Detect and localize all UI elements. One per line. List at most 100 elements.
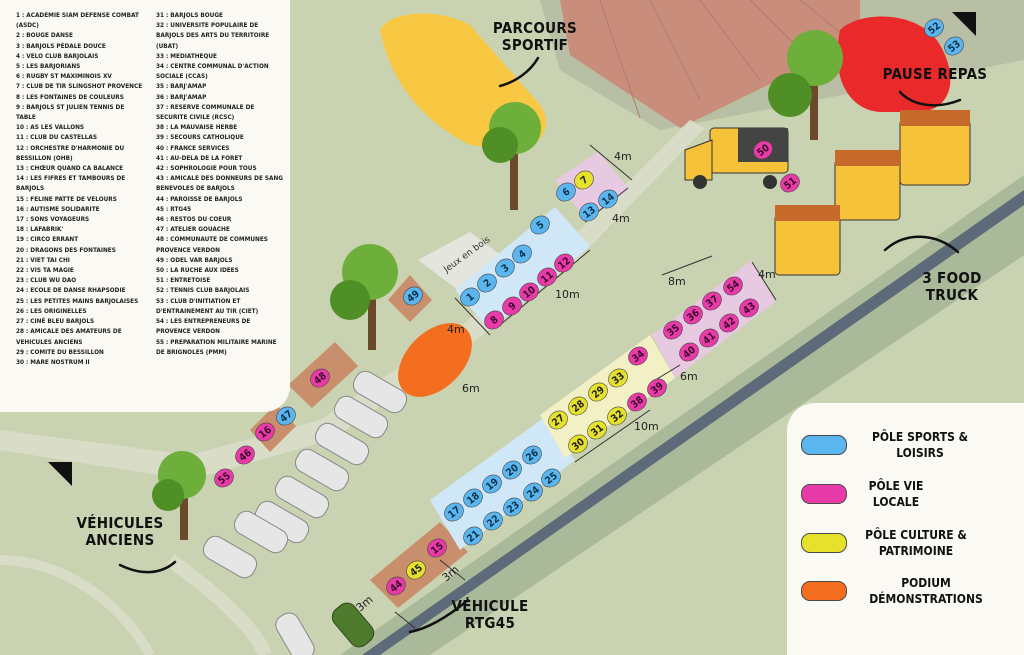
stand-50[interactable]: 50 — [750, 137, 776, 163]
participant-entry: 4 : Velo club barjolais — [16, 51, 99, 60]
participant-entry: 1 : Academie Siam defense combat (ASDC) — [16, 11, 139, 30]
stand-55[interactable]: 55 — [211, 465, 237, 491]
stand-marker — [627, 392, 647, 412]
stand-46[interactable]: 46 — [232, 442, 258, 468]
stand-44[interactable]: 44 — [383, 573, 409, 599]
measure-label: 10m — [555, 288, 580, 301]
stand-52[interactable]: 52 — [921, 15, 947, 41]
stand-17[interactable]: 17 — [441, 499, 467, 525]
stand-36[interactable]: 36 — [680, 302, 706, 328]
stand-38[interactable]: 38 — [624, 389, 650, 415]
key-label: PODIUM DÉMONSTRATIONS — [869, 576, 983, 606]
stand-26[interactable]: 26 — [519, 442, 545, 468]
stand-24[interactable]: 24 — [520, 479, 546, 505]
stand-27[interactable]: 27 — [545, 407, 571, 433]
measure-label: 4m — [614, 150, 632, 163]
stand-28[interactable]: 28 — [565, 393, 591, 419]
stand-35[interactable]: 35 — [660, 317, 686, 343]
stand-45[interactable]: 45 — [403, 557, 429, 583]
stand-marker — [530, 215, 550, 235]
stand-marker — [482, 474, 502, 494]
stand-2[interactable]: 2 — [474, 270, 500, 296]
participant-entry: 16 : Autisme solidarite — [16, 204, 100, 213]
stand-marker — [568, 434, 588, 454]
stand-32[interactable]: 32 — [604, 403, 630, 429]
participant-entry: 17 : Sons voyageurs — [16, 215, 90, 224]
participants-column-right: 31 : Barjols bouge32 : Universite popula… — [156, 10, 286, 367]
stand-31[interactable]: 31 — [584, 417, 610, 443]
stand-1[interactable]: 1 — [457, 284, 483, 310]
pole-key: PÔLE SPORTS & LOISIRS PÔLE VIE LOCALE PÔ… — [787, 403, 1024, 655]
measure-label: 4m — [758, 268, 776, 281]
stand-54[interactable]: 54 — [720, 273, 746, 299]
stand-6[interactable]: 6 — [553, 179, 579, 205]
participant-entry: 6 : Rugby ST Maximinois XV — [16, 72, 112, 81]
stand-15[interactable]: 15 — [424, 535, 450, 561]
stand-marker — [679, 342, 699, 362]
stand-39[interactable]: 39 — [644, 375, 670, 401]
stand-21[interactable]: 21 — [460, 523, 486, 549]
participant-entry: 2 : Bouge danse — [16, 31, 73, 40]
participant-entry: 10 : As les vallons — [16, 123, 85, 132]
stand-7[interactable]: 7 — [571, 167, 597, 193]
stand-22[interactable]: 22 — [480, 508, 506, 534]
stand-51[interactable]: 51 — [777, 170, 803, 196]
stand-43[interactable]: 43 — [736, 295, 762, 321]
participant-entry: 14 : Les fifres et tambours de Barjols — [16, 174, 126, 193]
stand-4[interactable]: 4 — [509, 241, 535, 267]
stand-42[interactable]: 42 — [716, 310, 742, 336]
participant-entry: 26 : Les originelles — [16, 306, 87, 315]
stand-number: 4 — [517, 249, 529, 262]
stand-47[interactable]: 47 — [273, 403, 299, 429]
stand-5[interactable]: 5 — [527, 212, 553, 238]
stand-49[interactable]: 49 — [400, 283, 426, 309]
stand-marker — [663, 320, 683, 340]
stand-19[interactable]: 19 — [479, 471, 505, 497]
stand-13[interactable]: 13 — [576, 199, 602, 225]
stand-53[interactable]: 53 — [941, 33, 967, 59]
stand-number: 1 — [465, 292, 477, 305]
stand-11[interactable]: 11 — [534, 264, 560, 290]
stand-37[interactable]: 37 — [699, 288, 725, 314]
stand-10[interactable]: 10 — [516, 279, 542, 305]
stand-marker — [628, 346, 648, 366]
stand-14[interactable]: 14 — [595, 186, 621, 212]
participant-entry: 45 : RTG45 — [156, 204, 192, 213]
participant-entry: 34 : Centre communal d'action sociale (C… — [156, 62, 269, 81]
stand-9[interactable]: 9 — [499, 293, 525, 319]
stand-marker — [214, 468, 234, 488]
stand-12[interactable]: 12 — [551, 250, 577, 276]
stand-41[interactable]: 41 — [696, 325, 722, 351]
stand-number: 3 — [500, 263, 512, 276]
measure-label: 4m — [447, 323, 465, 336]
food-van-icon — [684, 127, 789, 189]
participant-entry: 21 : Viet tai chi — [16, 255, 70, 264]
stand-18[interactable]: 18 — [460, 485, 486, 511]
stand-marker — [403, 286, 423, 306]
stand-48[interactable]: 48 — [307, 365, 333, 391]
stand-16[interactable]: 16 — [252, 419, 278, 445]
stand-40[interactable]: 40 — [676, 339, 702, 365]
stand-34[interactable]: 34 — [625, 343, 651, 369]
stand-marker — [548, 410, 568, 430]
stand-20[interactable]: 20 — [499, 457, 525, 483]
measure-label: 6m — [680, 370, 698, 383]
stand-8[interactable]: 8 — [481, 307, 507, 333]
stand-marker — [255, 422, 275, 442]
participant-entry: 35 : Barj'amap — [156, 82, 207, 91]
participant-entry: 47 : Atelier gouache — [156, 225, 230, 234]
measure-label: 10m — [634, 420, 659, 433]
stand-3[interactable]: 3 — [492, 255, 518, 281]
stand-33[interactable]: 33 — [605, 365, 631, 391]
stand-29[interactable]: 29 — [585, 379, 611, 405]
stand-marker — [574, 170, 594, 190]
stand-25[interactable]: 25 — [538, 465, 564, 491]
stand-marker — [647, 378, 667, 398]
key-swatch — [801, 484, 847, 504]
stand-marker — [502, 296, 522, 316]
stand-23[interactable]: 23 — [500, 494, 526, 520]
stand-marker — [739, 298, 759, 318]
stand-30[interactable]: 30 — [565, 431, 591, 457]
callout-pause-repas: PAUSE REPAS — [882, 65, 988, 83]
participant-entry: 30 : Mare nostrum II — [16, 357, 90, 366]
